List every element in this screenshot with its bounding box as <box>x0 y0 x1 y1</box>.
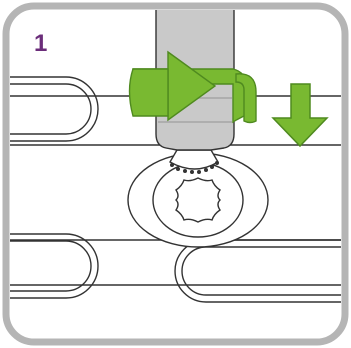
slot-upper-left <box>10 76 99 142</box>
tool-tip <box>169 149 219 174</box>
green-triangle-right-icon <box>128 50 217 122</box>
socket-ring <box>127 152 269 248</box>
slot-lower-left <box>10 233 99 299</box>
gear-socket <box>175 177 221 223</box>
step-number: 1 <box>34 30 48 57</box>
green-arrow-down-icon <box>271 83 329 148</box>
